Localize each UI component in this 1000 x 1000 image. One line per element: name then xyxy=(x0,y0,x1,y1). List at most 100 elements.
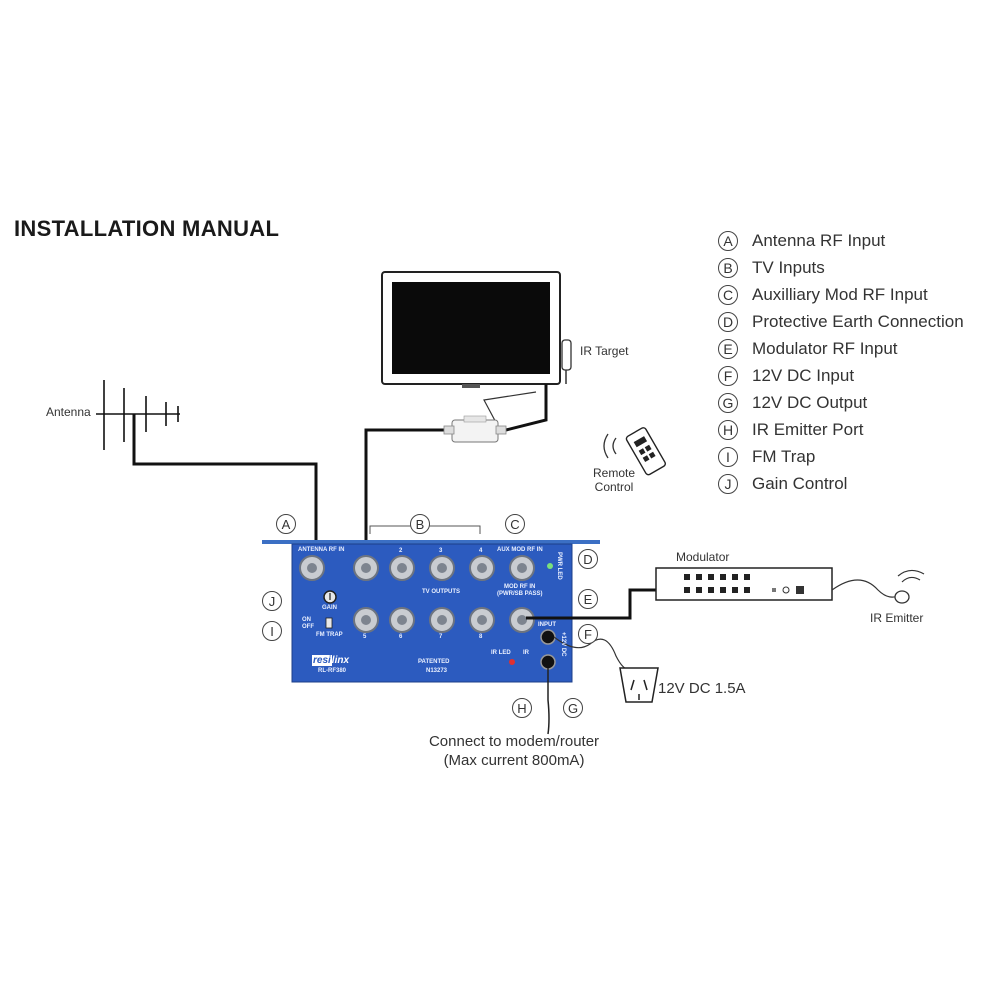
ir-emitter-label: IR Emitter xyxy=(870,611,924,625)
panel-tv-outputs: TV OUTPUTS xyxy=(422,589,461,595)
panel-port-4: 4 xyxy=(479,548,483,554)
panel-port-2: 2 xyxy=(399,548,403,554)
splitter-drawing xyxy=(443,415,507,443)
panel-gain: GAIN xyxy=(322,605,337,611)
legend-item: B TV Inputs xyxy=(718,254,998,281)
callout-a: A xyxy=(276,514,296,534)
callout-d: D xyxy=(578,549,598,569)
panel-mod-rf-in: MOD RF IN xyxy=(504,584,536,590)
panel-on: ON xyxy=(302,617,311,623)
legend-item: C Auxilliary Mod RF Input xyxy=(718,281,998,308)
legend-text: TV Inputs xyxy=(752,257,825,277)
legend-badge: F xyxy=(718,365,738,386)
legend-item: F 12V DC Input xyxy=(718,362,998,389)
ir-emitter-cable xyxy=(831,579,899,598)
legend-badge: J xyxy=(718,473,738,494)
modulator-cable xyxy=(526,588,656,620)
panel-fm-trap: FM TRAP xyxy=(316,632,343,638)
legend-badge: B xyxy=(718,257,738,278)
panel-aux-mod-rf-in: AUX MOD RF IN xyxy=(497,547,543,553)
legend-badge: C xyxy=(718,284,738,305)
top-ports xyxy=(299,555,535,581)
brand-part-a: resi xyxy=(312,655,332,666)
remote-label-line2: Control xyxy=(594,480,634,494)
legend-text: IR Emitter Port xyxy=(752,419,864,439)
brand-part-b: linx xyxy=(331,655,350,666)
legend-item: E Modulator RF Input xyxy=(718,335,998,362)
panel-port-8: 8 xyxy=(479,634,483,640)
panel-model: RL-RF380 xyxy=(318,668,347,674)
remote-label-line1: Remote xyxy=(592,466,636,480)
tv-cable xyxy=(364,384,548,570)
legend-badge: A xyxy=(718,230,738,251)
remote-drawing xyxy=(625,427,666,476)
legend-item: J Gain Control xyxy=(718,470,998,497)
dc-output-cable xyxy=(547,668,550,735)
panel-12v-dc: +12V DC xyxy=(560,632,566,657)
remote-control-label: Remote Control xyxy=(586,466,642,494)
legend-text: Protective Earth Connection xyxy=(752,311,964,331)
legend-item: I FM Trap xyxy=(718,443,998,470)
plug-pack xyxy=(619,667,659,703)
ir-target-sensor xyxy=(561,339,572,384)
legend-item: G 12V DC Output xyxy=(718,389,998,416)
antenna-drawing xyxy=(96,380,180,450)
panel-pwr-sb-pass: (PWR/SB PASS) xyxy=(497,591,543,597)
legend-badge: I xyxy=(718,446,738,467)
callout-g: G xyxy=(563,698,583,718)
connect-line1: Connect to modem/router xyxy=(428,733,600,750)
legend-item: D Protective Earth Connection xyxy=(718,308,998,335)
callout-e: E xyxy=(578,589,598,609)
legend-badge: E xyxy=(718,338,738,359)
modulator-label: Modulator xyxy=(676,550,730,564)
legend-badge: G xyxy=(718,392,738,413)
ir-led xyxy=(509,659,515,665)
modem-connect-label: Connect to modem/router (Max current 800… xyxy=(404,732,624,770)
panel-ir-led: IR LED xyxy=(491,650,511,656)
brand-logo: resilinx xyxy=(312,655,349,666)
legend-item: A Antenna RF Input xyxy=(718,227,998,254)
dc-output-jack xyxy=(540,654,556,670)
fm-trap-switch xyxy=(325,617,333,629)
panel-port-3: 3 xyxy=(439,548,443,554)
ir-emitter-head xyxy=(894,590,910,604)
pwr-led xyxy=(547,563,553,569)
bottom-ports xyxy=(353,607,535,633)
legend-text: 12V DC Input xyxy=(752,365,855,385)
dc-input-jack xyxy=(540,629,556,645)
legend-text: 12V DC Output xyxy=(752,392,868,412)
ir-target-label: IR Target xyxy=(580,344,629,358)
callout-c: C xyxy=(505,514,525,534)
panel-patent-no: N13273 xyxy=(426,668,448,674)
legend-text: Gain Control xyxy=(752,473,848,493)
connect-line2: (Max current 800mA) xyxy=(443,752,585,769)
callout-b: B xyxy=(410,514,430,534)
legend-text: Auxilliary Mod RF Input xyxy=(752,284,928,304)
panel-port-7: 7 xyxy=(439,634,443,640)
panel-antenna-rf-in: ANTENNA RF IN xyxy=(298,547,345,553)
legend: A Antenna RF Input B TV Inputs C Auxilliary… xyxy=(718,227,998,497)
panel-pwr-led: PWR LED xyxy=(556,552,562,580)
antenna-label: Antenna xyxy=(46,405,91,419)
panel-patented: PATENTED xyxy=(418,659,450,665)
callout-j: J xyxy=(262,591,282,611)
legend-text: FM Trap xyxy=(752,446,816,466)
panel-ir: IR xyxy=(523,650,529,656)
legend-badge: D xyxy=(718,311,738,332)
tv-drawing xyxy=(381,271,561,388)
callout-i: I xyxy=(262,621,282,641)
callout-h: H xyxy=(512,698,532,718)
legend-badge: H xyxy=(718,419,738,440)
antenna-cable xyxy=(132,414,318,570)
panel-port-6: 6 xyxy=(399,634,403,640)
legend-item: H IR Emitter Port xyxy=(718,416,998,443)
panel-port-5: 5 xyxy=(363,634,367,640)
callout-f: F xyxy=(578,624,598,644)
power-supply-label: 12V DC 1.5A xyxy=(658,680,746,697)
legend-text: Modulator RF Input xyxy=(752,338,898,358)
panel-off: OFF xyxy=(302,624,314,630)
legend-text: Antenna RF Input xyxy=(752,230,886,250)
page-title: INSTALLATION MANUAL xyxy=(14,216,280,241)
modulator-box xyxy=(655,567,833,601)
